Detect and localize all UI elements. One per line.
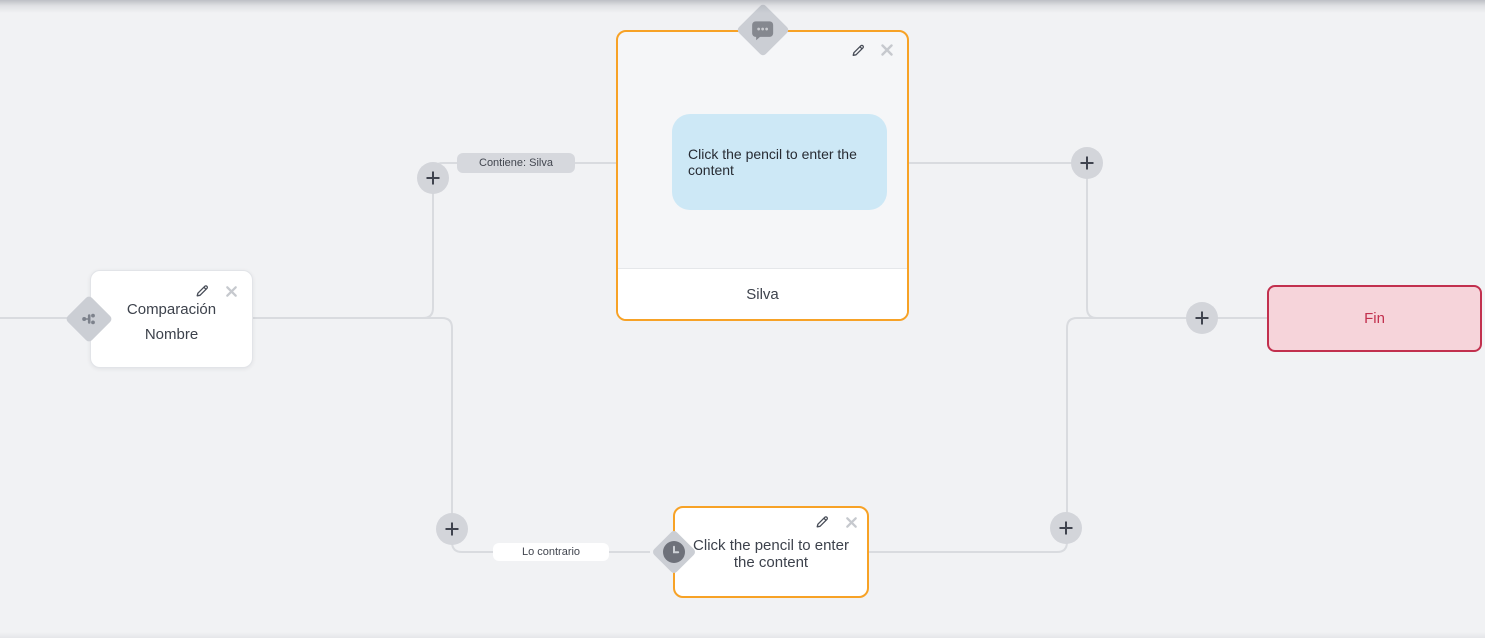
condition-title-line2: Nombre	[144, 326, 199, 343]
add-node-button[interactable]	[1050, 512, 1082, 544]
close-icon	[225, 285, 237, 297]
edge-condition-to-delay	[253, 317, 650, 553]
delete-node-button[interactable]	[843, 514, 859, 530]
message-type-badge	[735, 3, 790, 57]
edit-node-button[interactable]	[194, 283, 210, 299]
delay-node-text: Click the pencil to enter the content	[693, 537, 849, 571]
pencil-icon	[196, 285, 208, 297]
pencil-icon	[852, 44, 864, 56]
add-node-button[interactable]	[1186, 302, 1218, 334]
edge-label-condition-false: Lo contrario	[493, 543, 609, 561]
condition-type-badge	[64, 294, 114, 344]
close-icon	[881, 44, 893, 56]
edit-node-button[interactable]	[814, 514, 830, 530]
branch-icon	[82, 313, 95, 325]
delete-node-button[interactable]	[223, 283, 239, 299]
add-node-button[interactable]	[1071, 147, 1103, 179]
add-node-button[interactable]	[436, 513, 468, 545]
plus-icon	[426, 171, 440, 185]
edge-delay-to-end	[869, 317, 1267, 553]
delay-node[interactable]: Click the pencil to enter the content	[651, 506, 869, 598]
condition-node[interactable]: Comparación Nombre	[64, 270, 253, 368]
end-node-label: Fin	[1364, 310, 1385, 327]
end-node[interactable]: Fin	[1267, 285, 1482, 352]
delete-node-button[interactable]	[879, 42, 895, 58]
chat-bubble-icon	[752, 21, 773, 40]
delay-type-badge	[651, 529, 697, 575]
plus-icon	[1080, 156, 1094, 170]
message-node-footer: Silva	[618, 268, 907, 319]
message-preview-bubble: Click the pencil to enter the content	[672, 114, 887, 210]
edge-message-to-end	[909, 162, 1267, 319]
message-node-name: Silva	[746, 285, 779, 303]
clock-icon	[663, 541, 685, 563]
pencil-icon	[816, 516, 828, 528]
plus-icon	[1195, 311, 1209, 325]
message-preview-text: Click the pencil to enter the content	[688, 146, 857, 178]
plus-icon	[445, 522, 459, 536]
edge-label-condition-true: Contiene: Silva	[457, 153, 575, 173]
edit-node-button[interactable]	[850, 42, 866, 58]
add-node-button[interactable]	[417, 162, 449, 194]
condition-title-line1: Comparación	[126, 301, 217, 318]
message-node[interactable]: Click the pencil to enter the content Si…	[616, 3, 909, 321]
close-icon	[845, 516, 857, 528]
plus-icon	[1059, 521, 1073, 535]
condition-node-title: Comparación Nombre	[91, 271, 252, 347]
